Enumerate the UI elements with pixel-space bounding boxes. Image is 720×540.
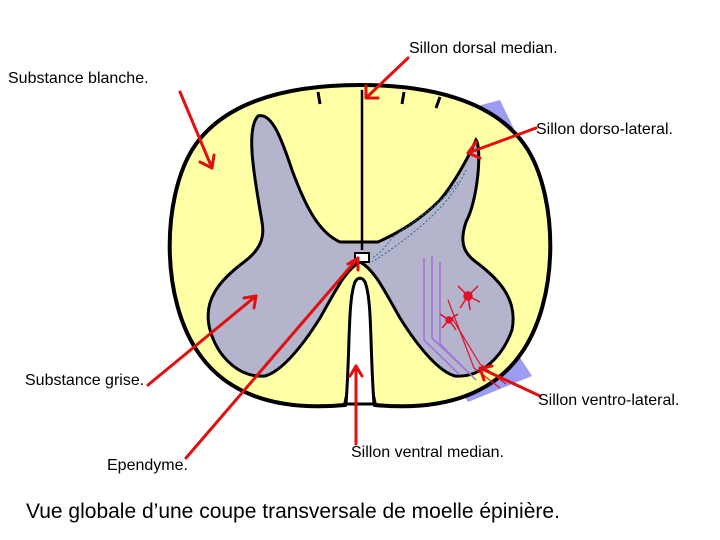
fiber-bundle [423, 258, 461, 376]
motor-neuron [439, 313, 459, 331]
surface-notch [400, 91, 406, 105]
ventral-median-fissure [344, 276, 376, 406]
arrow-dorso-lateral [466, 126, 538, 160]
label-sillon-dorso-lateral: Sillon dorso-lateral. [536, 121, 673, 138]
label-sillon-dorsal-median: Sillon dorsal median. [409, 40, 558, 57]
arrow-substance-grise [146, 294, 258, 387]
label-sillon-ventro-lateral: Sillon ventro-lateral. [538, 392, 680, 409]
surface-notch [316, 91, 322, 105]
surface-notch [434, 96, 442, 109]
dorsal-pathway [371, 169, 467, 263]
central-canal [354, 252, 370, 263]
arrow-dorsal-median [364, 56, 410, 100]
fiber-bundle [439, 262, 477, 381]
label-sillon-ventral-median: Sillon ventral median. [351, 444, 504, 461]
arrow-ventral-median [348, 364, 364, 446]
arrow-ventro-lateral [478, 364, 542, 398]
fiber-bundle [447, 299, 501, 389]
motor-neuron [457, 285, 481, 311]
label-substance-blanche: Substance blanche. [8, 70, 149, 87]
arrow-substance-blanche [178, 90, 216, 170]
label-ependyme: Ependyme. [107, 457, 188, 474]
label-substance-grise: Substance grise. [25, 372, 145, 389]
arrow-ependyme [184, 256, 360, 460]
figure-caption: Vue globale d’une coupe transversale de … [26, 500, 560, 523]
